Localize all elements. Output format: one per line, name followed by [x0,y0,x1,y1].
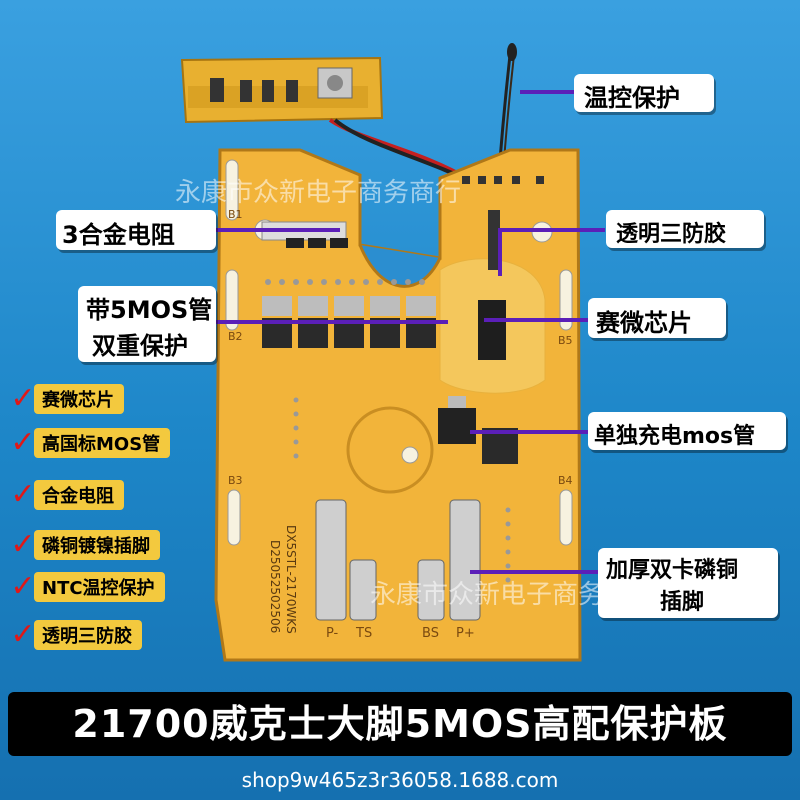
callout-pill [598,548,778,618]
callout-chip: 赛微芯片 [596,309,692,337]
pad-label: P+ [456,626,475,641]
pad-label: P- [326,626,339,641]
check-icon: ✓ [10,425,36,460]
callout-terminal-line1: 加厚双卡磷铜 [606,558,739,583]
pad-label: BS [422,626,439,641]
checklist-item: ✓ 磷铜镀镍插脚 [8,528,160,562]
callout-charge-mos: 单独充电mos管 [594,424,756,449]
callout-pill [78,286,216,362]
board-date: D25052502506 [268,540,282,634]
bnode-label: B4 [558,474,573,487]
callout-pill [574,74,714,112]
bnode-label: B3 [228,474,243,487]
pin-row [265,279,425,285]
checklist-item: ✓ NTC温控保护 [8,570,165,604]
controller-chip [478,300,506,360]
callout-terminal-line2: 插脚 [660,590,705,615]
mos-tabs [262,296,436,316]
shop-url: shop9w465z3r36058.1688.com [241,768,559,792]
callout-pill [56,210,216,250]
terminals [315,499,481,621]
checklist-item: ✓ 透明三防胶 [8,618,142,652]
title-bar [8,692,792,756]
pad-label: TS [356,626,373,641]
callout-alloy-resistor: 3合金电阻 [62,221,175,249]
callout-mos-line2: 双重保护 [92,332,188,360]
product-title: 21700威克士大脚5MOS高配保护板 [72,702,728,746]
bnode-label: B5 [558,334,573,347]
watermark-top: 永康市众新电子商务商行 [175,178,462,208]
callout-clear-coating: 透明三防胶 [616,222,727,247]
check-icon: ✓ [10,617,36,652]
callout-temp-protect: 温控保护 [584,84,680,112]
callout-pill [588,412,786,450]
check-icon: ✓ [10,527,36,562]
check-icon: ✓ [10,381,36,416]
callout-mos-line1: 带5MOS管 [86,296,213,324]
charge-mos [438,408,476,444]
sensor-board [180,56,384,124]
checklist-item: ✓ 合金电阻 [8,478,124,512]
callout-pill [606,210,764,248]
checklist-item: ✓ 高国标MOS管 [8,425,171,460]
checklist-item: ✓ 赛微芯片 [8,382,124,416]
board-model: DX5STL-2170WKS [284,525,298,634]
bnode-label: B1 [228,208,243,221]
callout-pill [588,298,726,338]
check-icon: ✓ [10,569,36,604]
check-icon: ✓ [10,477,36,512]
bnode-label: B2 [228,330,243,343]
callout-lines [215,90,605,574]
